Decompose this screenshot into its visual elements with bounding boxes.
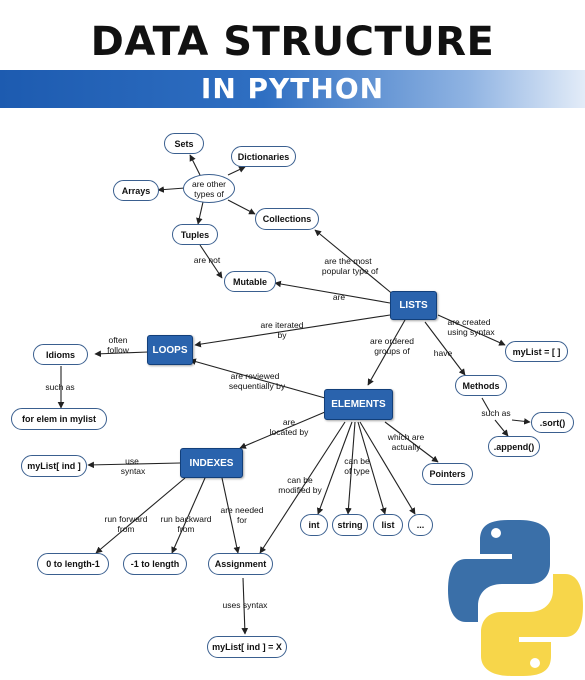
node-pointers: Pointers	[422, 463, 473, 485]
node-sets: Sets	[164, 133, 204, 154]
node-sort: .sort()	[531, 412, 574, 433]
edge-othertypes-dicts	[227, 166, 246, 176]
edge-lists-elements	[367, 319, 406, 386]
edge-assignment-syntax	[241, 577, 249, 635]
edge-elements-int	[316, 421, 353, 515]
label-ordered-2: groups of	[374, 346, 410, 356]
edge-methods-sort	[511, 418, 531, 425]
label-uses-syntax: uses syntax	[222, 600, 268, 610]
label-actually-1: which are	[387, 432, 425, 442]
node-list: list	[373, 514, 403, 536]
subtitle-band	[0, 70, 585, 108]
edge-lists-mylistempty	[437, 314, 506, 346]
label-backward-1: run backward	[160, 514, 212, 524]
edge-tuples-mutable	[199, 244, 223, 279]
node-arrays: Arrays	[113, 180, 159, 201]
edge-methods-down	[481, 397, 491, 413]
label-modified-2: modified by	[278, 485, 322, 495]
edge-indexes-zero	[95, 477, 186, 554]
label-have: have	[433, 348, 453, 358]
label-most-popular-1: are the most	[324, 256, 372, 266]
edge-elements-string	[345, 421, 356, 515]
edge-elements-pointers	[384, 421, 439, 463]
page-subtitle: IN PYTHON	[200, 72, 385, 105]
python-logo-blue-snake	[448, 520, 550, 622]
node-collections: Collections	[255, 208, 319, 230]
node-mylist-ind: myList[ ind ]	[21, 455, 87, 477]
label-created-1: are created	[447, 317, 491, 327]
label-use-syntax-2: syntax	[120, 466, 146, 476]
page-title: DATA STRUCTURE	[90, 19, 495, 65]
label-are-not: are not	[193, 255, 221, 265]
label-actually-2: actually	[391, 442, 421, 452]
label-most-popular-2: popular type of	[321, 266, 379, 276]
edge-methods-append	[494, 419, 509, 437]
edge-lists-mutable	[274, 280, 391, 304]
node-ellipsis: ...	[408, 514, 433, 536]
node-neg-one-to-length: -1 to length	[123, 553, 187, 575]
label-are-iterated-1: are iterated	[260, 320, 304, 330]
label-of-type-2: of type	[344, 466, 370, 476]
node-loops: LOOPS	[147, 335, 193, 365]
label-often-follow-1: often	[108, 335, 128, 345]
edge-othertypes-tuples	[196, 201, 204, 225]
label-such-as-methods: such as	[481, 408, 511, 418]
python-logo-yellow-eye	[530, 658, 540, 668]
edge-loops-idioms	[94, 350, 149, 358]
node-string: string	[332, 514, 368, 536]
edge-lists-loops	[194, 314, 391, 348]
edge-elements-list	[357, 421, 387, 515]
edge-lists-methods	[424, 321, 466, 376]
label-forward-1: run forward	[104, 514, 148, 524]
label-reviewed-2: sequentially by	[228, 381, 286, 391]
node-indexes: INDEXES	[180, 448, 243, 478]
label-reviewed-1: are reviewed	[230, 371, 280, 381]
label-modified-1: can be	[287, 475, 313, 485]
label-needed-1: are needed	[220, 505, 264, 515]
label-created-2: using syntax	[447, 327, 495, 337]
label-are: are	[332, 292, 346, 302]
edge-elements-assignment	[259, 421, 346, 554]
python-logo	[448, 520, 583, 676]
node-mylist-ind-eq-x: myList[ ind ] = X	[207, 636, 287, 658]
label-such-as-idioms: such as	[45, 382, 75, 392]
edge-othertypes-sets	[189, 154, 201, 176]
node-elements: ELEMENTS	[324, 389, 393, 420]
edge-indexes-assignment	[221, 477, 240, 554]
edge-lists-collections	[314, 229, 396, 297]
label-backward-2: from	[177, 524, 195, 534]
label-needed-2: for	[237, 515, 247, 525]
node-int: int	[300, 514, 328, 536]
node-mylist-empty: myList = [ ]	[505, 341, 568, 362]
node-tuples: Tuples	[172, 224, 218, 245]
edge-indexes-negone	[171, 477, 206, 554]
node-lists: LISTS	[390, 291, 437, 320]
label-ordered-1: are ordered	[370, 336, 414, 346]
node-append: .append()	[488, 436, 540, 457]
node-for-elem: for elem in mylist	[11, 408, 107, 430]
edge-elements-loops	[189, 358, 326, 399]
edge-othertypes-arrays	[157, 186, 186, 193]
label-located-1: are	[282, 417, 296, 427]
label-often-follow-2: follow	[107, 345, 129, 355]
edge-othertypes-collections	[227, 199, 256, 215]
edge-elements-indexes	[239, 411, 326, 449]
node-idioms: Idioms	[33, 344, 88, 365]
label-of-type-1: can be	[344, 456, 370, 466]
edge-indexes-mylistind	[87, 461, 181, 469]
label-forward-2: from	[117, 524, 135, 534]
node-zero-to-length: 0 to length-1	[37, 553, 109, 575]
node-other-types: are other types of	[183, 174, 235, 203]
python-logo-yellow-snake	[481, 574, 583, 676]
label-are-iterated-2: by	[277, 330, 287, 340]
node-assignment: Assignment	[208, 553, 273, 575]
node-methods: Methods	[455, 375, 507, 396]
node-dictionaries: Dictionaries	[231, 146, 296, 167]
node-mutable: Mutable	[224, 271, 276, 292]
edge-elements-ellipsis	[359, 421, 416, 515]
label-located-2: located by	[269, 427, 309, 437]
label-use-syntax-1: use	[125, 456, 139, 466]
python-logo-blue-eye	[491, 528, 501, 538]
